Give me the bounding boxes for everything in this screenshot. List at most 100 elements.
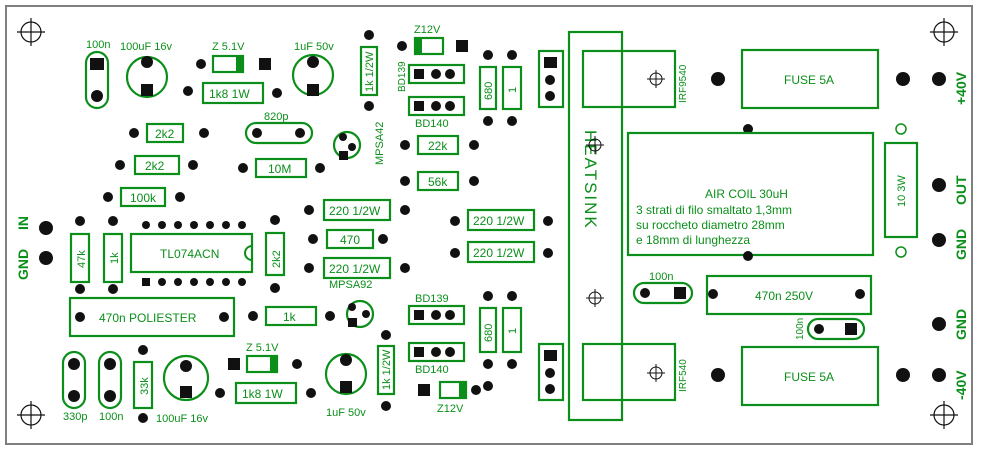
pad <box>138 413 148 423</box>
label-220-b: 220 1/2W <box>329 262 381 276</box>
pad <box>68 390 80 402</box>
pad <box>129 128 139 138</box>
label-10m: 10M <box>268 162 291 176</box>
pad <box>445 310 455 320</box>
pad <box>640 288 650 298</box>
resistor-10-3w <box>883 141 919 239</box>
resistor-33k <box>132 360 154 410</box>
pad <box>544 57 557 68</box>
label-aircoil-line4: e 18mm di lunghezza <box>636 233 750 247</box>
pad <box>104 358 116 370</box>
label-100n-vertical: 100n <box>795 318 806 340</box>
heatsink <box>567 30 624 422</box>
pad <box>814 324 824 334</box>
crosshair-icon <box>647 364 665 382</box>
pad <box>545 368 555 378</box>
label-100n-bottom: 100n <box>99 411 123 423</box>
pad <box>196 59 206 69</box>
mosfet-irf9540-body <box>581 49 677 109</box>
ic-pins-bottom <box>142 278 246 286</box>
pad <box>103 192 113 202</box>
capacitor-470n-250v <box>705 274 873 316</box>
pad <box>108 216 118 226</box>
pad <box>362 310 370 318</box>
pad <box>307 84 319 96</box>
pad <box>339 133 347 141</box>
pad <box>340 354 352 366</box>
label-aircoil-line3: su roccheto diametro 28mm <box>636 218 785 232</box>
pad <box>378 234 388 244</box>
pad <box>175 192 185 202</box>
label-100uf-top: 100uF 16v <box>120 41 172 53</box>
resistor-2k2-b <box>133 154 181 176</box>
zener-5v1-top <box>211 54 245 74</box>
label-1k-half-bottom: 1k 1/2W <box>381 349 393 390</box>
pad <box>138 345 148 355</box>
pad <box>252 128 262 138</box>
pad <box>259 58 271 70</box>
label-1k-vert: 1k <box>109 252 121 264</box>
pad <box>75 312 85 322</box>
label-220-a: 220 1/2W <box>329 204 381 218</box>
label-1k-horiz: 1k <box>283 310 297 324</box>
crosshair-icon <box>586 289 604 307</box>
pad <box>431 310 441 320</box>
label-bd139-top: BD139 <box>397 61 408 92</box>
pad <box>414 69 424 79</box>
pad <box>545 75 555 85</box>
label-out: OUT <box>953 175 969 205</box>
pad <box>108 284 118 294</box>
pad <box>483 381 493 391</box>
label-100n-mid: 100n <box>649 271 673 283</box>
pad <box>340 381 352 393</box>
pad <box>450 248 460 258</box>
zener-band <box>459 383 465 397</box>
label-470: 470 <box>340 233 360 247</box>
pad <box>507 291 517 301</box>
label-330p: 330p <box>63 411 87 423</box>
label-680-bottom: 680 <box>483 324 495 342</box>
pad <box>445 347 455 357</box>
pad <box>292 359 302 369</box>
label-bd140-bottom: BD140 <box>415 364 449 376</box>
label-22k: 22k <box>428 139 448 153</box>
label-z51-bottom: Z 5.1V <box>246 342 279 354</box>
resistor-1k8-top <box>201 81 265 105</box>
pad <box>711 368 725 382</box>
resistor-1k-half-top <box>359 45 379 97</box>
label-irf9540: IRF9540 <box>678 64 689 103</box>
resistor-1-top <box>501 65 523 111</box>
pad <box>431 101 441 111</box>
label-220-c: 220 1/2W <box>473 214 525 228</box>
label-100uf-bottom: 100uF 16v <box>156 413 208 425</box>
pad <box>315 163 325 173</box>
resistor-1-bottom <box>501 306 523 354</box>
pad-out <box>932 178 946 192</box>
pad <box>418 384 430 396</box>
pad <box>188 160 198 170</box>
pad <box>270 215 280 225</box>
pad <box>307 56 319 68</box>
pad <box>471 385 481 395</box>
resistor-2k2-a <box>145 122 185 144</box>
capacitor-470n-poliester <box>68 296 236 338</box>
resistor-220-d <box>466 240 536 264</box>
mosfet-irf540-body <box>581 342 677 402</box>
mosfet-irf9540 <box>537 49 565 109</box>
transistor-mpsa92 <box>345 299 375 329</box>
label-1k8-top: 1k8 1W <box>209 87 250 101</box>
label-1uf-top: 1uF 50v <box>294 41 334 53</box>
pad <box>507 116 517 126</box>
pad-plus40 <box>932 72 946 86</box>
pad <box>238 163 248 173</box>
label-470n-poliester: 470n POLIESTER <box>99 311 197 325</box>
resistor-1k-vert <box>102 232 124 284</box>
pad <box>456 40 468 52</box>
pad <box>397 41 407 51</box>
pad <box>544 350 557 361</box>
pad <box>400 205 410 215</box>
ic-pins-top <box>142 221 246 229</box>
resistor-1k-horiz <box>264 305 318 327</box>
pad <box>348 303 356 311</box>
label-1-top: 1 <box>507 87 519 93</box>
